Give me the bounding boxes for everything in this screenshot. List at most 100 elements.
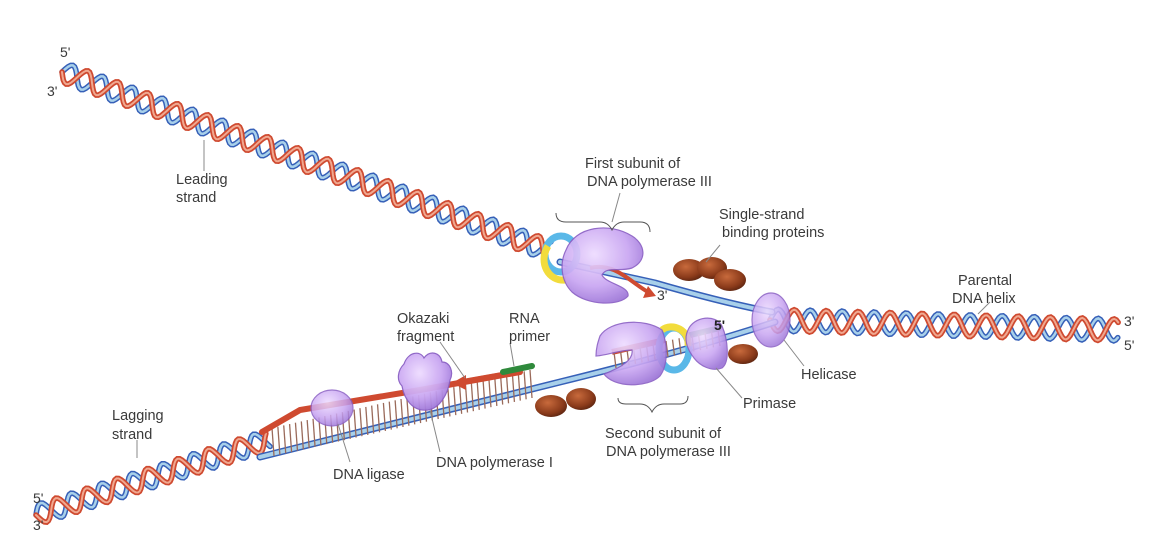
leading-5prime-label: 5' <box>60 44 71 60</box>
ssb-protein <box>728 344 758 364</box>
parental-label-2: DNA helix <box>952 291 1016 307</box>
okazaki-fragment-arrow <box>459 371 506 385</box>
leading-helix-new-strand-highlight <box>61 69 546 260</box>
primase-label: Primase <box>743 396 797 412</box>
lagging-3prime-label: 3' <box>33 517 44 533</box>
second-subunit-label-2: DNA polymerase III <box>606 444 731 460</box>
pol3-second-subunit-shape <box>595 321 667 386</box>
base-pair-rung <box>294 422 299 451</box>
dna-ligase-leader <box>337 423 351 463</box>
base-pair-rung <box>470 383 475 412</box>
base-pair-rung <box>300 421 304 450</box>
base-pair-rung <box>365 406 369 435</box>
primase-leader <box>715 367 743 399</box>
okazaki-fragment-arrowhead <box>452 375 466 390</box>
ssb-protein <box>673 259 705 281</box>
helix-layer <box>33 62 1121 525</box>
base-pair-rung <box>505 375 510 404</box>
base-pair-rung <box>453 387 457 416</box>
ssb-leader <box>705 244 721 263</box>
parental-label-1: Parental <box>958 273 1013 289</box>
okazaki-label-2: fragment <box>397 329 455 345</box>
base-pair-rung <box>371 405 375 434</box>
lagging-strand-label-1: Lagging <box>112 408 164 424</box>
dna-polymerase-i-label: DNA polymerase I <box>436 455 553 471</box>
base-pair-rung <box>388 401 392 430</box>
lagging-5prime-label: 5' <box>33 490 44 506</box>
second-subunit-label-1: Second subunit of <box>605 426 722 442</box>
ssb-protein <box>535 395 567 417</box>
base-pair-rung <box>482 380 486 409</box>
parental-3prime-label: 3' <box>1124 313 1135 329</box>
leading-3prime-label: 3' <box>47 83 58 99</box>
helicase-label: Helicase <box>801 367 857 383</box>
helicase-leader <box>783 339 805 367</box>
dna-ligase-shape <box>310 389 354 427</box>
base-pair-rung <box>277 426 281 455</box>
base-pair-rung <box>523 371 527 400</box>
first-subunit-leader <box>611 192 621 223</box>
pol3-first-subunit-shape <box>561 227 644 304</box>
fork-5prime-label: 5' <box>714 317 726 333</box>
base-pair-rung <box>306 420 310 449</box>
parental-leader <box>977 301 991 315</box>
base-pair-rung <box>619 350 624 367</box>
base-pair-rung <box>353 409 357 438</box>
base-pair-rung <box>382 402 387 432</box>
parental-helix-strand-a-highlight <box>769 308 1120 342</box>
lagging-template-strand-light <box>258 320 777 459</box>
ssb-label-1: Single-strand <box>719 207 805 223</box>
base-pair-rung <box>613 351 617 369</box>
base-pair-rung <box>678 338 682 355</box>
dna-polymerase-i-leader <box>429 409 441 453</box>
base-pair-rung <box>500 376 504 405</box>
base-pair-rung <box>447 388 451 417</box>
leading-strand-label-2: strand <box>176 190 217 206</box>
lagging-strand-label-2: strand <box>112 427 153 443</box>
lagging-helix-new-strand-highlight <box>35 432 267 524</box>
base-pair-rung <box>359 408 363 437</box>
base-pair-rung <box>406 397 410 426</box>
leading-arrowhead <box>643 286 656 298</box>
base-pair-rung <box>400 398 404 428</box>
lagging-helix-template-strand-highlight <box>34 432 272 519</box>
rna-primer-leader <box>509 342 515 367</box>
rna-primer-label-2: primer <box>509 329 551 345</box>
base-pair-rung <box>488 379 492 408</box>
base-pair-rung <box>394 400 398 429</box>
leading-helix-template-strand-highlight <box>60 64 553 257</box>
ssb-label-2: binding proteins <box>722 225 825 241</box>
base-pair-rung <box>517 372 521 401</box>
ssb-protein <box>566 388 596 410</box>
ssb-protein <box>714 269 746 291</box>
first-subunit-bracket <box>555 212 651 233</box>
okazaki-leader <box>439 341 466 379</box>
base-pair-rung <box>665 340 669 358</box>
dna-ligase-label: DNA ligase <box>333 467 405 483</box>
second-subunit-bracket <box>617 395 689 414</box>
parental-5prime-label: 5' <box>1124 337 1135 353</box>
base-pair-rung <box>529 369 533 399</box>
first-subunit-label-2: DNA polymerase III <box>587 174 712 190</box>
base-pair-rung <box>476 381 480 410</box>
base-pair-rung <box>511 373 516 403</box>
base-pair-rung <box>376 404 381 433</box>
base-pair-rung <box>458 385 463 414</box>
rna-primer-label-1: RNA <box>509 311 540 327</box>
helicase-shape <box>751 292 791 348</box>
leading-strand-label-1: Leading <box>176 172 228 188</box>
base-pair-rung <box>271 427 275 457</box>
okazaki-label-1: Okazaki <box>397 311 450 327</box>
primase-shape <box>685 317 728 370</box>
base-pair-rung <box>283 425 287 454</box>
rna-primer-segment <box>500 363 535 375</box>
base-pair-rung <box>494 377 498 406</box>
dna-polymerase-i-shape <box>397 352 453 411</box>
base-pair-rung <box>312 418 316 447</box>
base-pair-rung <box>288 423 293 453</box>
base-pair-rung <box>671 339 676 356</box>
first-subunit-label-1: First subunit of <box>585 156 681 172</box>
leading-fork-3prime-label: 3' <box>657 287 668 303</box>
